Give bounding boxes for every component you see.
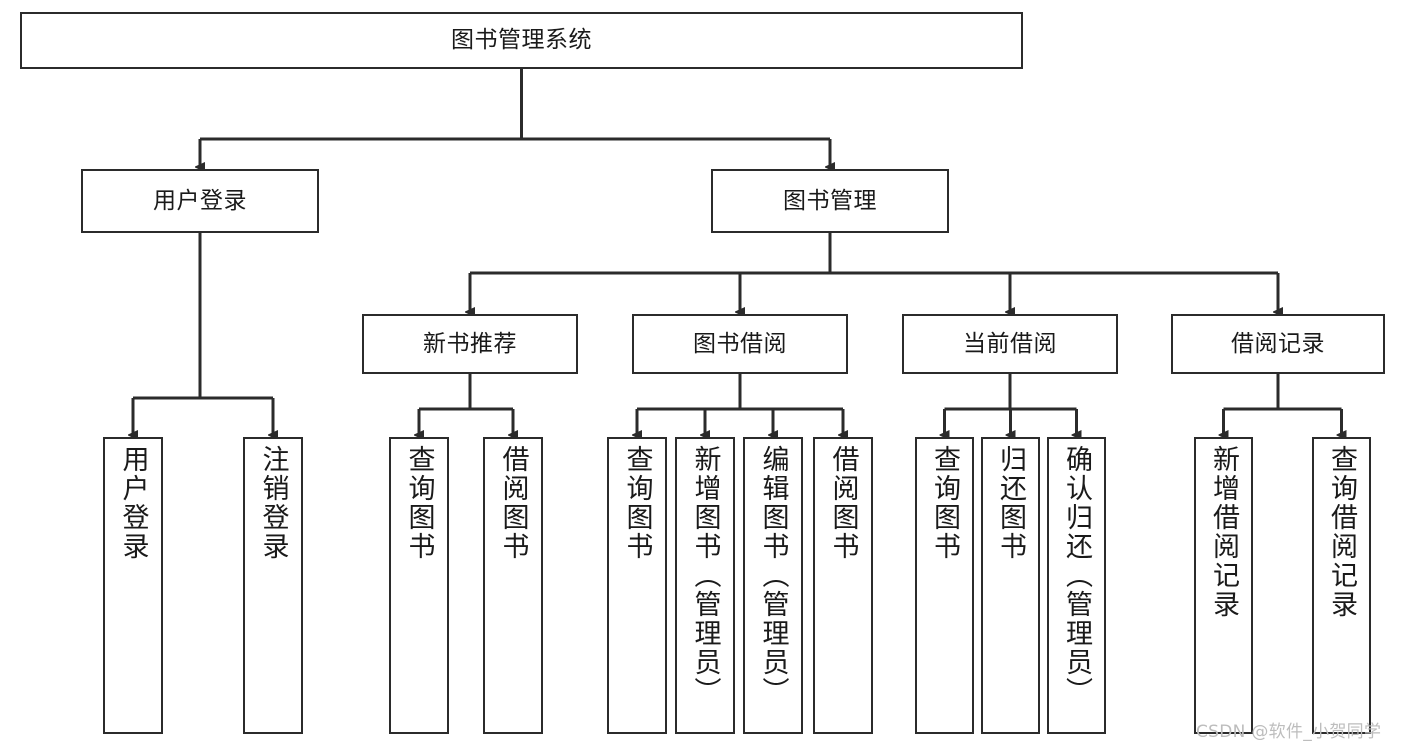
node-label-leaf_query_rec: 查询借阅记录 [1326,445,1357,619]
node-label-leaf_add_book: 新增图书（管理员） [689,445,721,706]
node-leaf_login[interactable]: 用户登录 [103,437,163,734]
node-label-leaf_login: 用户登录 [117,445,149,561]
node-leaf_add_rec[interactable]: 新增借阅记录 [1194,437,1253,734]
node-book_mgmt[interactable]: 图书管理 [711,169,949,233]
node-label-current: 当前借阅 [963,330,1057,357]
node-label-leaf_borrow1: 借阅图书 [497,445,529,561]
node-leaf_query_rec[interactable]: 查询借阅记录 [1312,437,1371,734]
node-leaf_query3[interactable]: 查询图书 [915,437,974,734]
node-label-borrow: 图书借阅 [693,330,787,357]
node-label-leaf_confirm: 确认归还（管理员） [1061,445,1092,706]
node-leaf_confirm[interactable]: 确认归还（管理员） [1047,437,1106,734]
node-label-leaf_query1: 查询图书 [403,445,435,561]
node-label-book_mgmt: 图书管理 [783,187,877,214]
node-new_book[interactable]: 新书推荐 [362,314,578,374]
node-current[interactable]: 当前借阅 [902,314,1118,374]
node-label-user_login: 用户登录 [153,187,247,214]
node-label-leaf_add_rec: 新增借阅记录 [1208,445,1239,619]
node-leaf_borrow2[interactable]: 借阅图书 [813,437,873,734]
node-leaf_return[interactable]: 归还图书 [981,437,1040,734]
node-label-leaf_return: 归还图书 [995,445,1026,561]
node-label-root: 图书管理系统 [451,27,592,54]
edge-group [133,69,1342,435]
node-label-leaf_edit_book: 编辑图书（管理员） [757,445,789,706]
node-leaf_logout[interactable]: 注销登录 [243,437,303,734]
node-label-records: 借阅记录 [1231,330,1325,357]
node-user_login[interactable]: 用户登录 [81,169,319,233]
node-root[interactable]: 图书管理系统 [20,12,1023,69]
node-label-leaf_borrow2: 借阅图书 [827,445,859,561]
node-leaf_query2[interactable]: 查询图书 [607,437,667,734]
node-records[interactable]: 借阅记录 [1171,314,1385,374]
node-label-new_book: 新书推荐 [423,330,517,357]
node-label-leaf_logout: 注销登录 [257,445,289,561]
node-label-leaf_query3: 查询图书 [929,445,960,561]
csdn-watermark: CSDN @软件_小贺同学 [1196,722,1382,742]
node-label-leaf_query2: 查询图书 [621,445,653,561]
node-leaf_add_book[interactable]: 新增图书（管理员） [675,437,735,734]
node-leaf_borrow1[interactable]: 借阅图书 [483,437,543,734]
node-borrow[interactable]: 图书借阅 [632,314,848,374]
node-leaf_query1[interactable]: 查询图书 [389,437,449,734]
node-leaf_edit_book[interactable]: 编辑图书（管理员） [743,437,803,734]
